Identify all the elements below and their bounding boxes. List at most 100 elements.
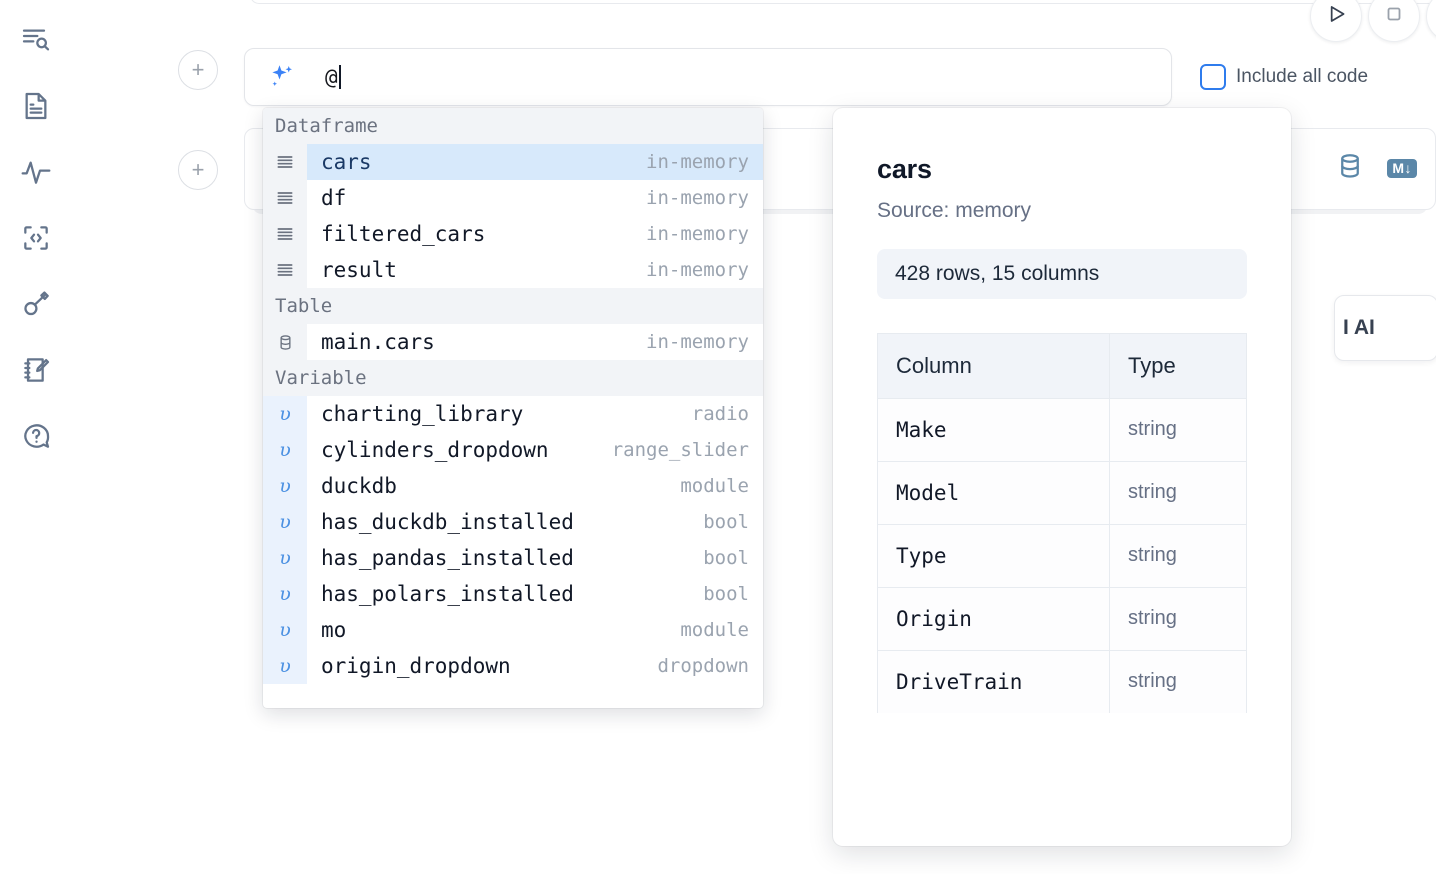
variable-icon: υ (263, 576, 307, 612)
left-sidebar (0, 0, 72, 874)
code-brackets-icon (20, 222, 52, 254)
autocomplete-item-type: bool (703, 547, 749, 569)
autocomplete-item-type: module (680, 619, 749, 641)
autocomplete-item-body: cylinders_dropdown range_slider (307, 432, 763, 468)
sidebar-item-scratchpad[interactable] (14, 348, 58, 392)
stop-cell-button[interactable] (1368, 0, 1420, 42)
sidebar-item-secrets[interactable] (14, 282, 58, 326)
variable-icon: υ (263, 612, 307, 648)
autocomplete-group-header: Dataframe (263, 108, 763, 144)
autocomplete-group-header: Table (263, 288, 763, 324)
schema-column-name: Model (878, 462, 1110, 524)
autocomplete-item-type: in-memory (646, 187, 749, 209)
dataset-info-panel: cars Source: memory 428 rows, 15 columns… (833, 108, 1291, 846)
sidebar-item-notebook[interactable] (14, 84, 58, 128)
autocomplete-item-type: in-memory (646, 331, 749, 353)
text-caret (338, 65, 341, 89)
dataframe-icon (263, 144, 307, 180)
more-actions-button[interactable] (1426, 0, 1436, 42)
ai-prompt-bar[interactable]: @ (244, 48, 1172, 106)
autocomplete-item-type: in-memory (646, 151, 749, 173)
ai-prompt-value: @ (325, 65, 338, 89)
document-icon (20, 90, 52, 122)
autocomplete-item[interactable]: cars in-memory (263, 144, 763, 180)
autocomplete-item-body: has_pandas_installed bool (307, 540, 763, 576)
autocomplete-item[interactable]: υ cylinders_dropdown range_slider (263, 432, 763, 468)
autocomplete-item-type: dropdown (657, 655, 749, 677)
autocomplete-item-type: radio (691, 403, 749, 425)
autocomplete-item-name: cylinders_dropdown (321, 438, 549, 462)
schema-column-name: DriveTrain (878, 651, 1110, 713)
autocomplete-item-name: df (321, 186, 347, 210)
sidebar-item-snippets[interactable] (14, 216, 58, 260)
autocomplete-item[interactable]: df in-memory (263, 180, 763, 216)
play-icon (1323, 1, 1349, 32)
schema-column-name: Type (878, 525, 1110, 587)
autocomplete-item-body: mo module (307, 612, 763, 648)
autocomplete-item[interactable]: result in-memory (263, 252, 763, 288)
autocomplete-item-type: range_slider (611, 439, 749, 461)
sidebar-item-explore[interactable] (14, 18, 58, 62)
add-cell-button-top[interactable]: + (178, 50, 218, 90)
schema-column-type: string (1128, 481, 1177, 503)
schema-column-type: string (1128, 418, 1177, 440)
stop-square-icon (1382, 2, 1406, 31)
dataset-source: Source: memory (877, 199, 1032, 222)
autocomplete-item-name: mo (321, 618, 347, 642)
generate-with-ai-label: I AI (1343, 316, 1375, 339)
variable-icon: υ (263, 504, 307, 540)
variable-icon: υ (263, 432, 307, 468)
autocomplete-item-name: result (321, 258, 397, 282)
dataset-shape: 428 rows, 15 columns (877, 249, 1247, 299)
schema-column-type: string (1128, 607, 1177, 629)
add-cell-button-bottom[interactable]: + (178, 150, 218, 190)
schema-table-row: DriveTrain string (878, 650, 1246, 713)
autocomplete-item-body: df in-memory (307, 180, 763, 216)
autocomplete-item-name: main.cars (321, 330, 435, 354)
schema-column-type: string (1128, 544, 1177, 566)
previous-cell-edge (250, 0, 1436, 4)
autocomplete-item-name: has_pandas_installed (321, 546, 574, 570)
help-chat-icon (20, 420, 52, 452)
database-icon[interactable] (1335, 151, 1365, 186)
autocomplete-item-type: in-memory (646, 259, 749, 281)
autocomplete-item-name: has_duckdb_installed (321, 510, 574, 534)
generate-with-ai-button[interactable]: I AI (1334, 295, 1436, 361)
autocomplete-item-body: result in-memory (307, 252, 763, 288)
plus-icon: + (191, 157, 205, 182)
sidebar-item-help[interactable] (14, 414, 58, 458)
schema-column-name: Make (878, 399, 1110, 461)
schema-column-name: Origin (878, 588, 1110, 650)
sparkle-icon (267, 62, 297, 92)
run-cell-button[interactable] (1310, 0, 1362, 42)
autocomplete-dropdown[interactable]: Dataframe cars in-memory df in-memory filtere… (263, 108, 763, 708)
autocomplete-item-name: cars (321, 150, 372, 174)
column-header-column: Column (878, 334, 1110, 398)
scratchpad-edit-icon (20, 354, 52, 386)
activity-icon (20, 156, 52, 188)
markdown-badge[interactable]: M↓ (1387, 158, 1417, 179)
autocomplete-item-body: main.cars in-memory (307, 324, 763, 360)
variable-icon: υ (263, 468, 307, 504)
plus-icon: + (191, 57, 205, 82)
schema-column-type: string (1128, 670, 1177, 692)
dataframe-icon (263, 252, 307, 288)
autocomplete-item[interactable]: main.cars in-memory (263, 324, 763, 360)
sidebar-item-activity[interactable] (14, 150, 58, 194)
include-all-code-checkbox[interactable] (1200, 64, 1226, 90)
ai-prompt-input[interactable]: @ (325, 65, 341, 89)
schema-table-row: Model string (878, 461, 1246, 524)
autocomplete-item-type: module (680, 475, 749, 497)
